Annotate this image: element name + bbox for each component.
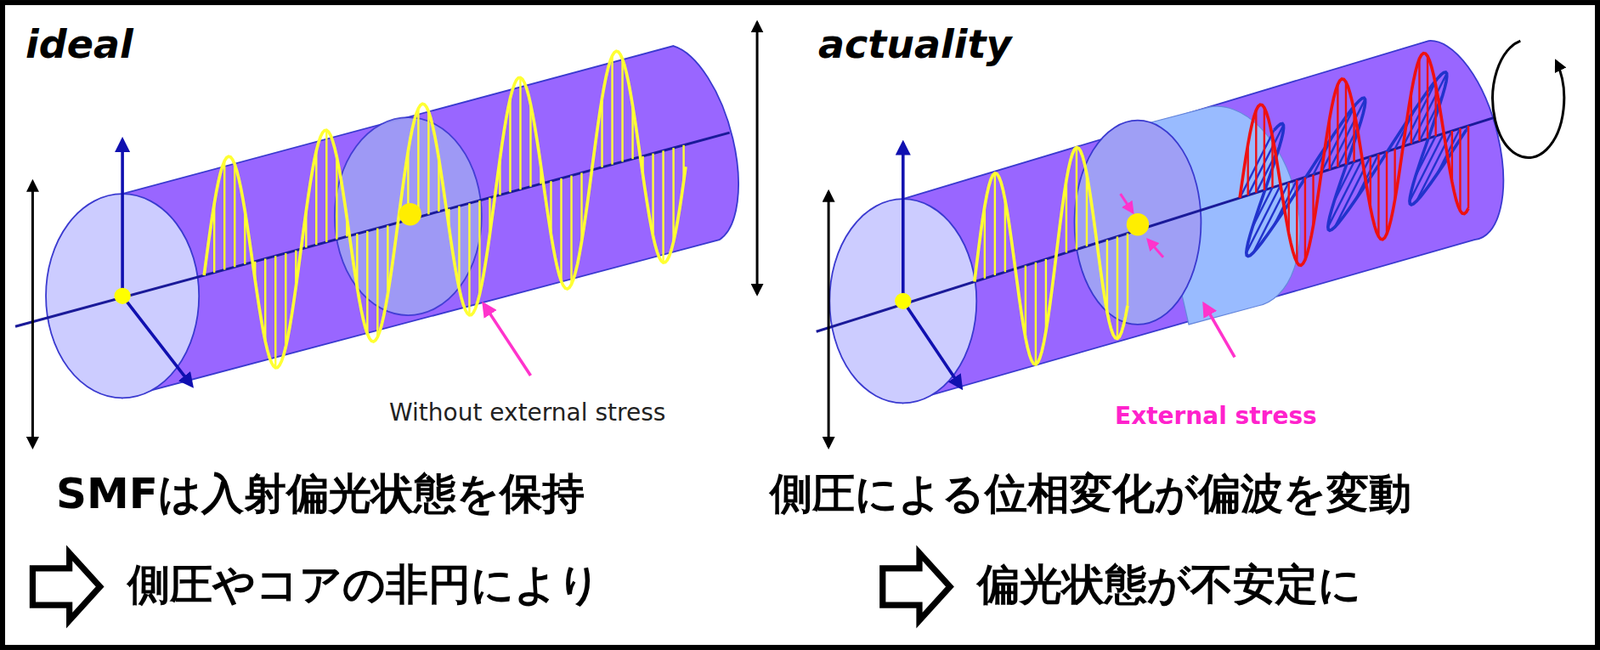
wave-hatch bbox=[1304, 177, 1307, 261]
wave-hatch bbox=[274, 255, 277, 368]
wave-hatch bbox=[1426, 56, 1429, 139]
wave bbox=[1239, 53, 1469, 266]
wave-hatch bbox=[1075, 147, 1078, 250]
wave-hatch bbox=[1458, 128, 1461, 211]
caption-line: 偏光状態が不安定に bbox=[977, 560, 1362, 611]
wave bbox=[203, 50, 686, 368]
wave-hatch bbox=[1385, 151, 1388, 234]
stress-label: Without external stress bbox=[389, 399, 666, 427]
wave-hatch bbox=[621, 58, 623, 162]
wave-hatch bbox=[468, 203, 470, 316]
caption-line: SMFは入射偏光状態を保持 bbox=[56, 469, 585, 520]
wave-hatch bbox=[1345, 81, 1347, 164]
caption-line: 側圧やコアの非円により bbox=[127, 560, 601, 611]
wave-hatch bbox=[529, 104, 532, 187]
block-arrow bbox=[882, 553, 950, 621]
wave-hatch bbox=[519, 77, 521, 190]
wave-hatch bbox=[1034, 262, 1037, 365]
wave-hatch bbox=[264, 258, 266, 341]
wave-hatch bbox=[610, 56, 613, 165]
wave-hatch bbox=[672, 147, 674, 243]
wave-hatch bbox=[325, 130, 328, 243]
wave-hatch bbox=[366, 231, 368, 334]
wave-hatch bbox=[1416, 130, 1453, 202]
wave-hatch bbox=[1126, 233, 1129, 306]
wave-hatch bbox=[335, 156, 338, 239]
wave-hatch bbox=[376, 228, 379, 338]
wave-hatch bbox=[223, 160, 226, 270]
wave-hatch bbox=[457, 206, 460, 289]
wave-hatch bbox=[1253, 182, 1290, 254]
wave bbox=[974, 147, 1128, 365]
wave-hatch bbox=[1336, 84, 1339, 167]
wave bbox=[1246, 72, 1467, 257]
panel-title: actuality bbox=[818, 22, 1013, 68]
wave-hatch bbox=[1295, 180, 1298, 263]
wave-hatch bbox=[284, 253, 287, 348]
wave-hatch bbox=[1377, 153, 1380, 237]
ideal-fiber bbox=[15, 22, 758, 447]
wave-hatch bbox=[1255, 110, 1257, 193]
wave-hatch bbox=[427, 111, 430, 215]
block-arrow bbox=[32, 553, 100, 621]
stress-label: External stress bbox=[1114, 402, 1318, 430]
panel-title: ideal bbox=[25, 22, 134, 68]
wave-hatch bbox=[559, 178, 562, 282]
wave-hatch bbox=[661, 150, 664, 263]
wave-hatch bbox=[570, 175, 572, 285]
wave-hatch bbox=[315, 151, 317, 246]
wave-hatch bbox=[417, 107, 419, 217]
wave-hatch bbox=[1334, 156, 1371, 227]
wave-hatch bbox=[508, 98, 511, 193]
wave-hatch bbox=[233, 163, 236, 267]
caption-line: 側圧による位相変化が偏波を変動 bbox=[769, 469, 1412, 520]
wave-hatch bbox=[1418, 58, 1420, 142]
wave-hatch bbox=[1116, 236, 1119, 339]
actual-fiber bbox=[816, 40, 1567, 447]
wave-hatch bbox=[651, 153, 654, 237]
wave-hatch bbox=[1263, 107, 1266, 191]
wave-hatch bbox=[994, 173, 996, 276]
wave-hatch bbox=[1467, 125, 1470, 209]
wave-hatch bbox=[478, 200, 481, 295]
